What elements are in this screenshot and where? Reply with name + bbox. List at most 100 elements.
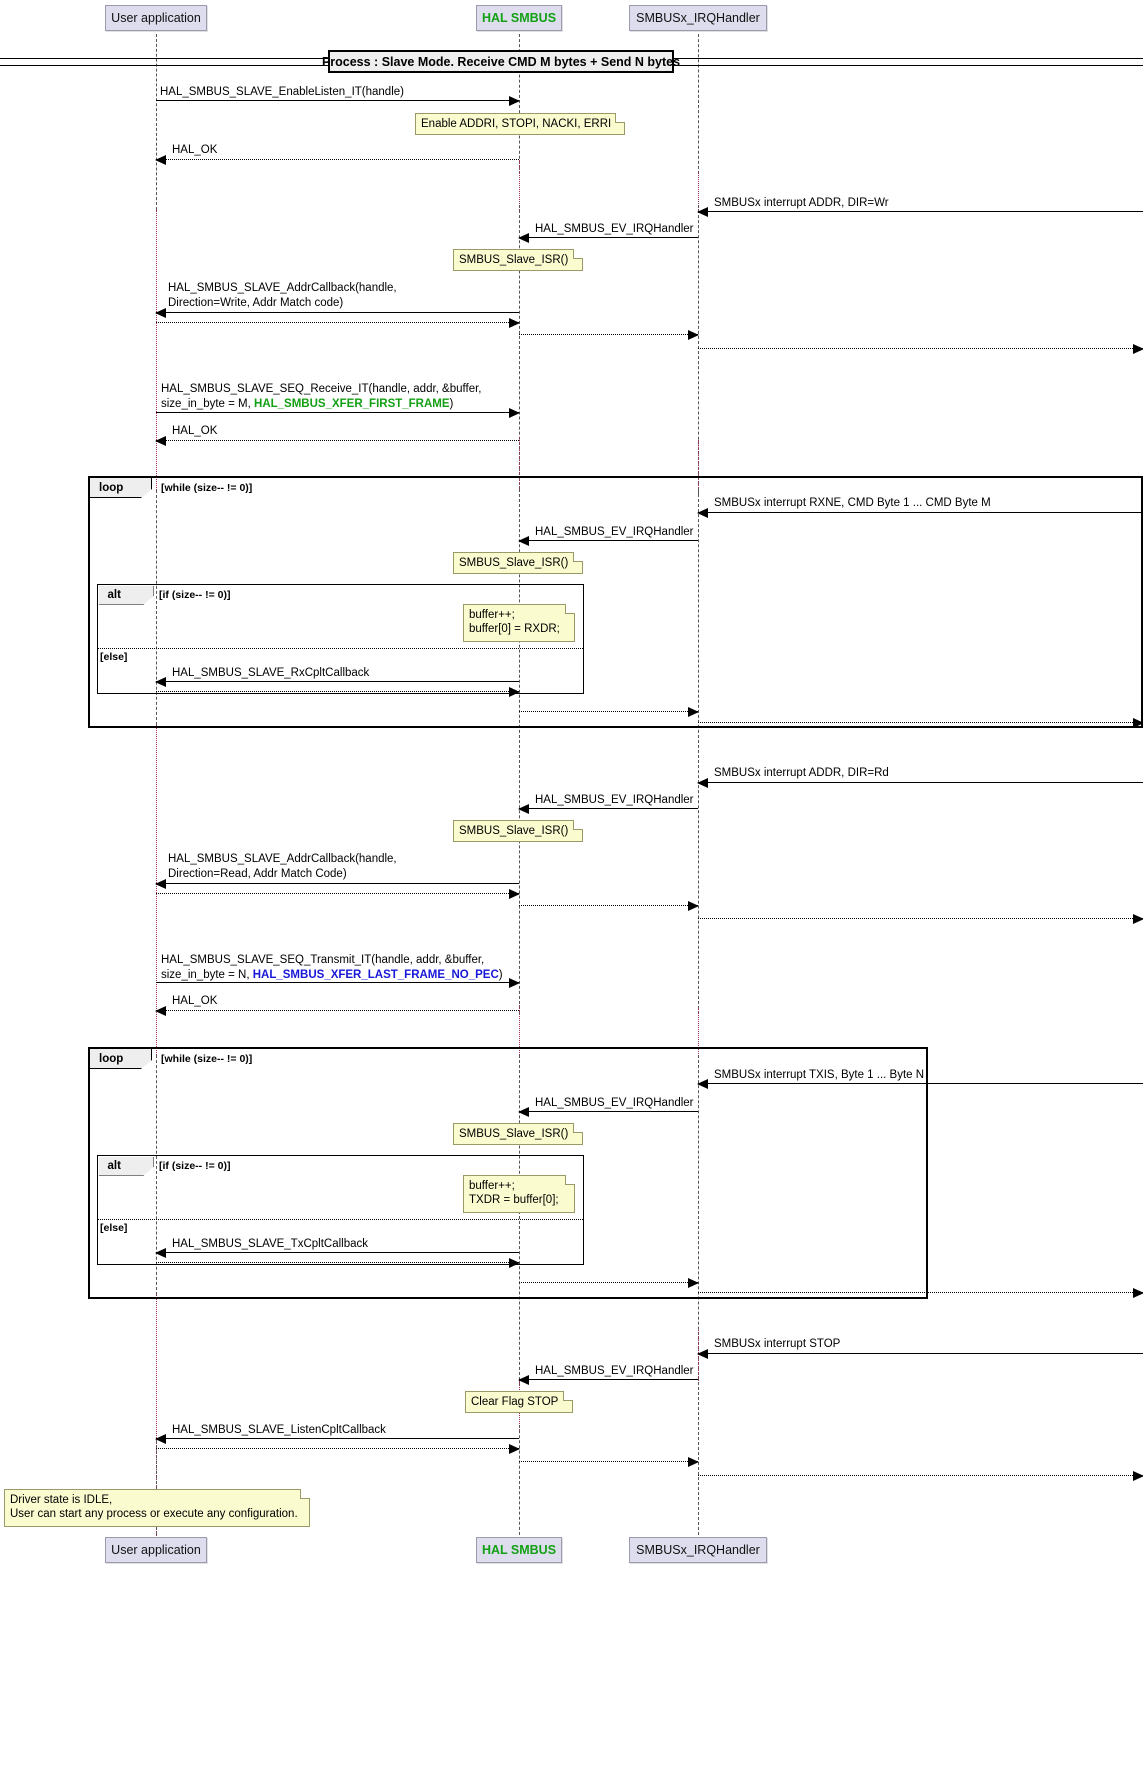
message-label-ev-irqhandler-2: HAL_SMBUS_EV_IRQHandler	[535, 525, 694, 540]
message-text-line2: Direction=Write, Addr Match code)	[168, 296, 344, 309]
lifeline-user-application-active-1	[156, 210, 157, 490]
arrowhead-right-icon	[509, 1258, 520, 1268]
participant-hal-smbus-bottom[interactable]: HAL SMBUS	[476, 1537, 562, 1563]
note-text: SMBUS_Slave_ISR()	[459, 557, 569, 569]
frame-alt-1-tab: alt	[98, 585, 154, 605]
arrowhead-left-icon	[155, 308, 166, 318]
message-text: SMBUSx interrupt TXIS, Byte 1 ... Byte N	[714, 1069, 925, 1081]
message-text: HAL_OK	[172, 144, 218, 156]
message-text-line2c: )	[449, 397, 454, 410]
return-arrow-listen-cplt-callback	[156, 1444, 520, 1454]
arrowhead-right-icon	[509, 978, 520, 988]
message-arrow-ev-irqhandler-3	[518, 804, 698, 814]
participant-label: User application	[111, 1543, 201, 1557]
participant-irqhandler-top[interactable]: SMBUSx_IRQHandler	[629, 5, 767, 31]
message-arrow-enable-listen	[156, 96, 520, 106]
arrowhead-left-icon	[697, 778, 708, 788]
message-text: HAL_OK	[172, 995, 218, 1007]
return-arrow-hal-to-irq-5	[519, 1457, 699, 1467]
message-text: HAL_SMBUS_EV_IRQHandler	[535, 1097, 694, 1109]
arrowhead-left-icon	[518, 233, 529, 243]
message-arrow-addr-callback-read	[155, 879, 519, 889]
note-driver-state-idle: Driver state is IDLE, User can start any…	[4, 1489, 310, 1527]
frame-loop-1	[88, 476, 1143, 728]
message-label-listen-cplt-callback: HAL_SMBUS_SLAVE_ListenCpltCallback	[172, 1423, 386, 1438]
return-arrow-irq-to-hw-2	[698, 718, 1143, 728]
return-arrow-irq-to-hw-3	[698, 914, 1143, 924]
lifeline-hal-smbus-active-1	[519, 160, 520, 210]
participant-label: HAL SMBUS	[481, 11, 557, 25]
message-label-irq-txis: SMBUSx interrupt TXIS, Byte 1 ... Byte N	[714, 1068, 924, 1083]
message-text-line1: HAL_SMBUS_SLAVE_AddrCallback(handle,	[168, 853, 397, 865]
frame-loop-2	[88, 1047, 928, 1299]
lifeline-user-application-upper	[156, 34, 157, 210]
page-title: Process : Slave Mode. Receive CMD M byte…	[321, 54, 681, 69]
message-label-ev-irqhandler-5: HAL_SMBUS_EV_IRQHandler	[535, 1364, 694, 1379]
message-text-line2a: size_in_byte = M,	[161, 397, 255, 410]
message-label-rx-cplt-callback: HAL_SMBUS_SLAVE_RxCpltCallback	[172, 666, 369, 681]
frame-alt-1-divider	[98, 648, 583, 649]
message-label-addr-callback-read: HAL_SMBUS_SLAVE_AddrCallback(handle, Dir…	[168, 852, 397, 881]
message-text-line1: HAL_SMBUS_SLAVE_AddrCallback(handle,	[168, 282, 397, 294]
participant-irqhandler-bottom[interactable]: SMBUSx_IRQHandler	[629, 1537, 767, 1563]
arrowhead-left-icon	[155, 879, 166, 889]
message-label-ev-irqhandler-1: HAL_SMBUS_EV_IRQHandler	[535, 222, 694, 237]
message-text-line1: HAL_SMBUS_SLAVE_SEQ_Receive_IT(handle, a…	[161, 383, 482, 395]
note-slave-isr-2: SMBUS_Slave_ISR()	[453, 552, 583, 574]
message-arrow-hal-ok-1	[155, 155, 519, 165]
note-slave-isr-3: SMBUS_Slave_ISR()	[453, 820, 583, 842]
arrowhead-right-icon	[688, 330, 699, 340]
lifeline-irqhandler-mid	[698, 205, 699, 495]
lifeline-irqhandler-upper	[698, 34, 699, 174]
message-label-ev-irqhandler-3: HAL_SMBUS_EV_IRQHandler	[535, 793, 694, 808]
participant-user-application-top[interactable]: User application	[105, 5, 207, 31]
frame-alt-2-condition: [if (size-- != 0)]	[159, 1160, 230, 1172]
note-text: Clear Flag STOP	[471, 1396, 559, 1408]
arrowhead-right-icon	[1133, 914, 1143, 924]
note-text: SMBUS_Slave_ISR()	[459, 254, 569, 266]
message-arrow-addr-callback-write	[155, 308, 519, 318]
arrowhead-right-icon	[509, 687, 520, 697]
arrowhead-left-icon	[697, 1349, 708, 1359]
message-arrow-irq-stop	[697, 1349, 1143, 1359]
message-label-ev-irqhandler-4: HAL_SMBUS_EV_IRQHandler	[535, 1096, 694, 1111]
note-text-line1: buffer++;	[469, 609, 515, 621]
participant-user-application-bottom[interactable]: User application	[105, 1537, 207, 1563]
message-label-hal-ok-2: HAL_OK	[172, 424, 217, 439]
message-text-line2: Direction=Read, Addr Match Code)	[168, 867, 347, 880]
note-text-line2: buffer[0] = RXDR;	[469, 623, 560, 635]
lifeline-irqhandler-active-1	[698, 172, 699, 210]
message-arrow-listen-cplt-callback	[155, 1434, 519, 1444]
message-arrow-ev-irqhandler-2	[518, 536, 698, 546]
message-text-line1: HAL_SMBUS_SLAVE_SEQ_Transmit_IT(handle, …	[161, 954, 485, 966]
message-text-line2c: )	[498, 968, 503, 981]
message-text-xfer-first-frame: HAL_SMBUS_XFER_FIRST_FRAME	[254, 397, 450, 410]
message-arrow-tx-cplt-callback	[155, 1248, 519, 1258]
note-text: SMBUS_Slave_ISR()	[459, 825, 569, 837]
arrowhead-right-icon	[1133, 1288, 1143, 1298]
message-arrow-ev-irqhandler-4	[518, 1107, 698, 1117]
arrowhead-right-icon	[688, 1278, 699, 1288]
arrowhead-right-icon	[509, 318, 520, 328]
arrowhead-right-icon	[509, 408, 520, 418]
arrowhead-left-icon	[518, 1107, 529, 1117]
note-slave-isr-1: SMBUS_Slave_ISR()	[453, 249, 583, 271]
arrowhead-right-icon	[688, 1457, 699, 1467]
return-arrow-hal-to-irq-1	[519, 330, 699, 340]
message-label-addr-callback-write: HAL_SMBUS_SLAVE_AddrCallback(handle, Dir…	[168, 281, 397, 310]
lifeline-hal-smbus-mid	[519, 205, 520, 490]
message-label-irq-addr-wr: SMBUSx interrupt ADDR, DIR=Wr	[714, 196, 889, 211]
lifeline-hal-smbus-mid-3	[519, 1055, 520, 1385]
message-arrow-ev-irqhandler-1	[518, 233, 698, 243]
message-arrow-rx-cplt-callback	[155, 677, 519, 687]
participant-label: HAL SMBUS	[481, 1543, 557, 1557]
message-label-hal-ok-1: HAL_OK	[172, 143, 217, 158]
frame-condition-text: [while (size-- != 0)]	[161, 482, 253, 494]
message-text: HAL_SMBUS_SLAVE_ListenCpltCallback	[172, 1424, 386, 1436]
participant-label: SMBUSx_IRQHandler	[636, 1543, 760, 1557]
participant-hal-smbus-top[interactable]: HAL SMBUS	[476, 5, 562, 31]
message-text: HAL_SMBUS_SLAVE_EnableListen_IT(handle)	[160, 86, 404, 98]
frame-else-text: [else]	[100, 1222, 128, 1234]
note-clear-flag-stop: Clear Flag STOP	[465, 1391, 573, 1413]
lifeline-irqhandler-active-2	[698, 440, 699, 490]
